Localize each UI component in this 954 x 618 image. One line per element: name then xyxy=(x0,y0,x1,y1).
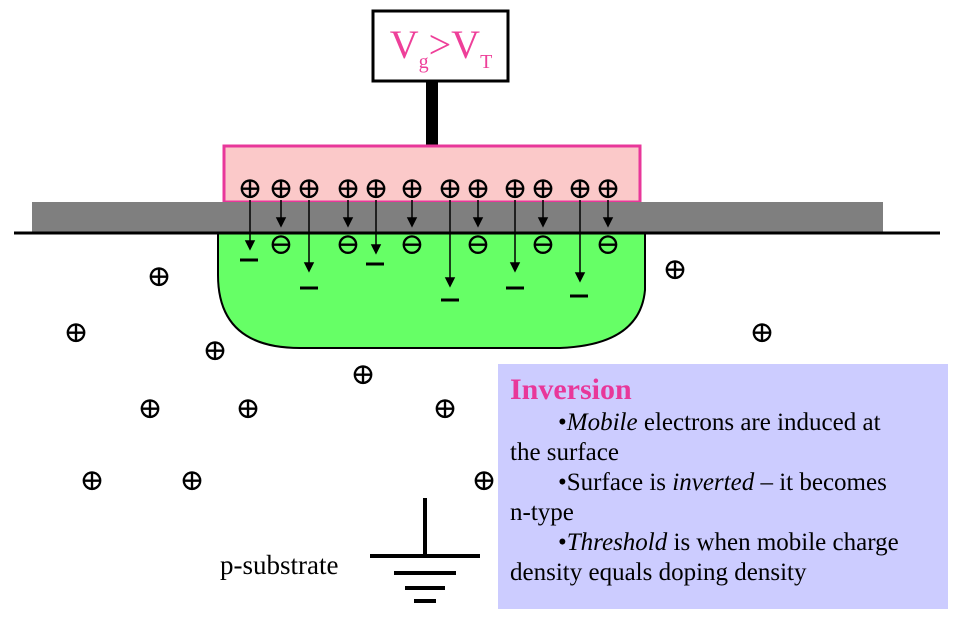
field-arrow xyxy=(303,200,315,273)
field-arrow xyxy=(509,200,521,273)
hole: ⊕ xyxy=(137,392,162,425)
field-arrow xyxy=(602,200,614,228)
gate-charge: ⊕ xyxy=(363,172,388,205)
hole: ⊕ xyxy=(63,316,88,349)
bullet-surface-inverted: •Surface is inverted – it becomes n-type xyxy=(510,469,887,526)
field-arrow xyxy=(444,200,456,288)
gate-charge: ⊕ xyxy=(502,172,527,205)
field-arrow xyxy=(370,200,382,255)
field-arrow xyxy=(472,200,484,228)
hole: ⊕ xyxy=(79,464,104,497)
acceptor-ion: ⊖ xyxy=(335,228,360,261)
acceptor-ion: ⊖ xyxy=(530,228,555,261)
oxide-layer xyxy=(32,202,883,233)
gate-stem xyxy=(426,81,438,148)
inversion-channel xyxy=(217,232,646,349)
gate-charge: ⊕ xyxy=(268,172,293,205)
gate-voltage-box xyxy=(371,9,510,83)
hole: ⊕ xyxy=(662,253,687,286)
field-arrows xyxy=(244,200,614,288)
acceptor-ion: ⊖ xyxy=(399,228,424,261)
gate-charge: ⊕ xyxy=(595,172,620,205)
hole: ⊕ xyxy=(432,392,457,425)
gate-charge: ⊕ xyxy=(567,172,592,205)
gate-charge: ⊕ xyxy=(237,172,262,205)
gate-charge: ⊕ xyxy=(465,172,490,205)
acceptor-ion: ⊖ xyxy=(268,228,293,261)
bullet-mobile-electrons: •Mobile electrons are induced at the sur… xyxy=(510,409,881,466)
hole: ⊕ xyxy=(179,464,204,497)
ground-icon xyxy=(370,498,480,603)
hole: ⊕ xyxy=(749,316,774,349)
hole: ⊕ xyxy=(146,260,171,293)
info-box: Inversion •Mobile electrons are induced … xyxy=(498,364,948,609)
gate-charge: ⊕ xyxy=(296,172,321,205)
hole: ⊕ xyxy=(350,358,375,391)
acceptor-ion: ⊖ xyxy=(465,228,490,261)
field-arrow xyxy=(537,200,549,228)
field-arrow xyxy=(342,200,354,228)
ionized-acceptors: ⊖ ⊖ ⊖ ⊖ ⊖ ⊖ xyxy=(268,228,620,261)
substrate-label: p-substrate xyxy=(220,550,338,580)
mobile-electrons xyxy=(240,258,588,302)
gate-charge: ⊕ xyxy=(399,172,424,205)
bullet-threshold: •Threshold is when mobile charge density… xyxy=(510,529,899,586)
gate-positive-charges: ⊕ ⊕ ⊕ ⊕ ⊕ ⊕ ⊕ ⊕ ⊕ ⊕ ⊕ ⊕ xyxy=(237,172,620,205)
acceptor-ion: ⊖ xyxy=(595,228,620,261)
hole: ⊕ xyxy=(471,464,496,497)
gate-electrode xyxy=(222,144,642,204)
field-arrow xyxy=(406,200,418,228)
hole: ⊕ xyxy=(235,392,260,425)
info-title: Inversion xyxy=(510,373,632,406)
field-arrow xyxy=(574,200,586,283)
hole: ⊕ xyxy=(202,334,227,367)
gate-voltage-label: Vg>VT xyxy=(390,22,493,73)
field-arrow xyxy=(275,200,287,228)
gate-charge: ⊕ xyxy=(530,172,555,205)
gate-charge: ⊕ xyxy=(335,172,360,205)
field-arrow xyxy=(244,200,256,251)
gate-charge: ⊕ xyxy=(437,172,462,205)
substrate-holes: ⊕ ⊕ ⊕ ⊕ ⊕ ⊕ ⊕ ⊕ ⊕ ⊕ ⊕ ⊕ xyxy=(63,253,774,497)
